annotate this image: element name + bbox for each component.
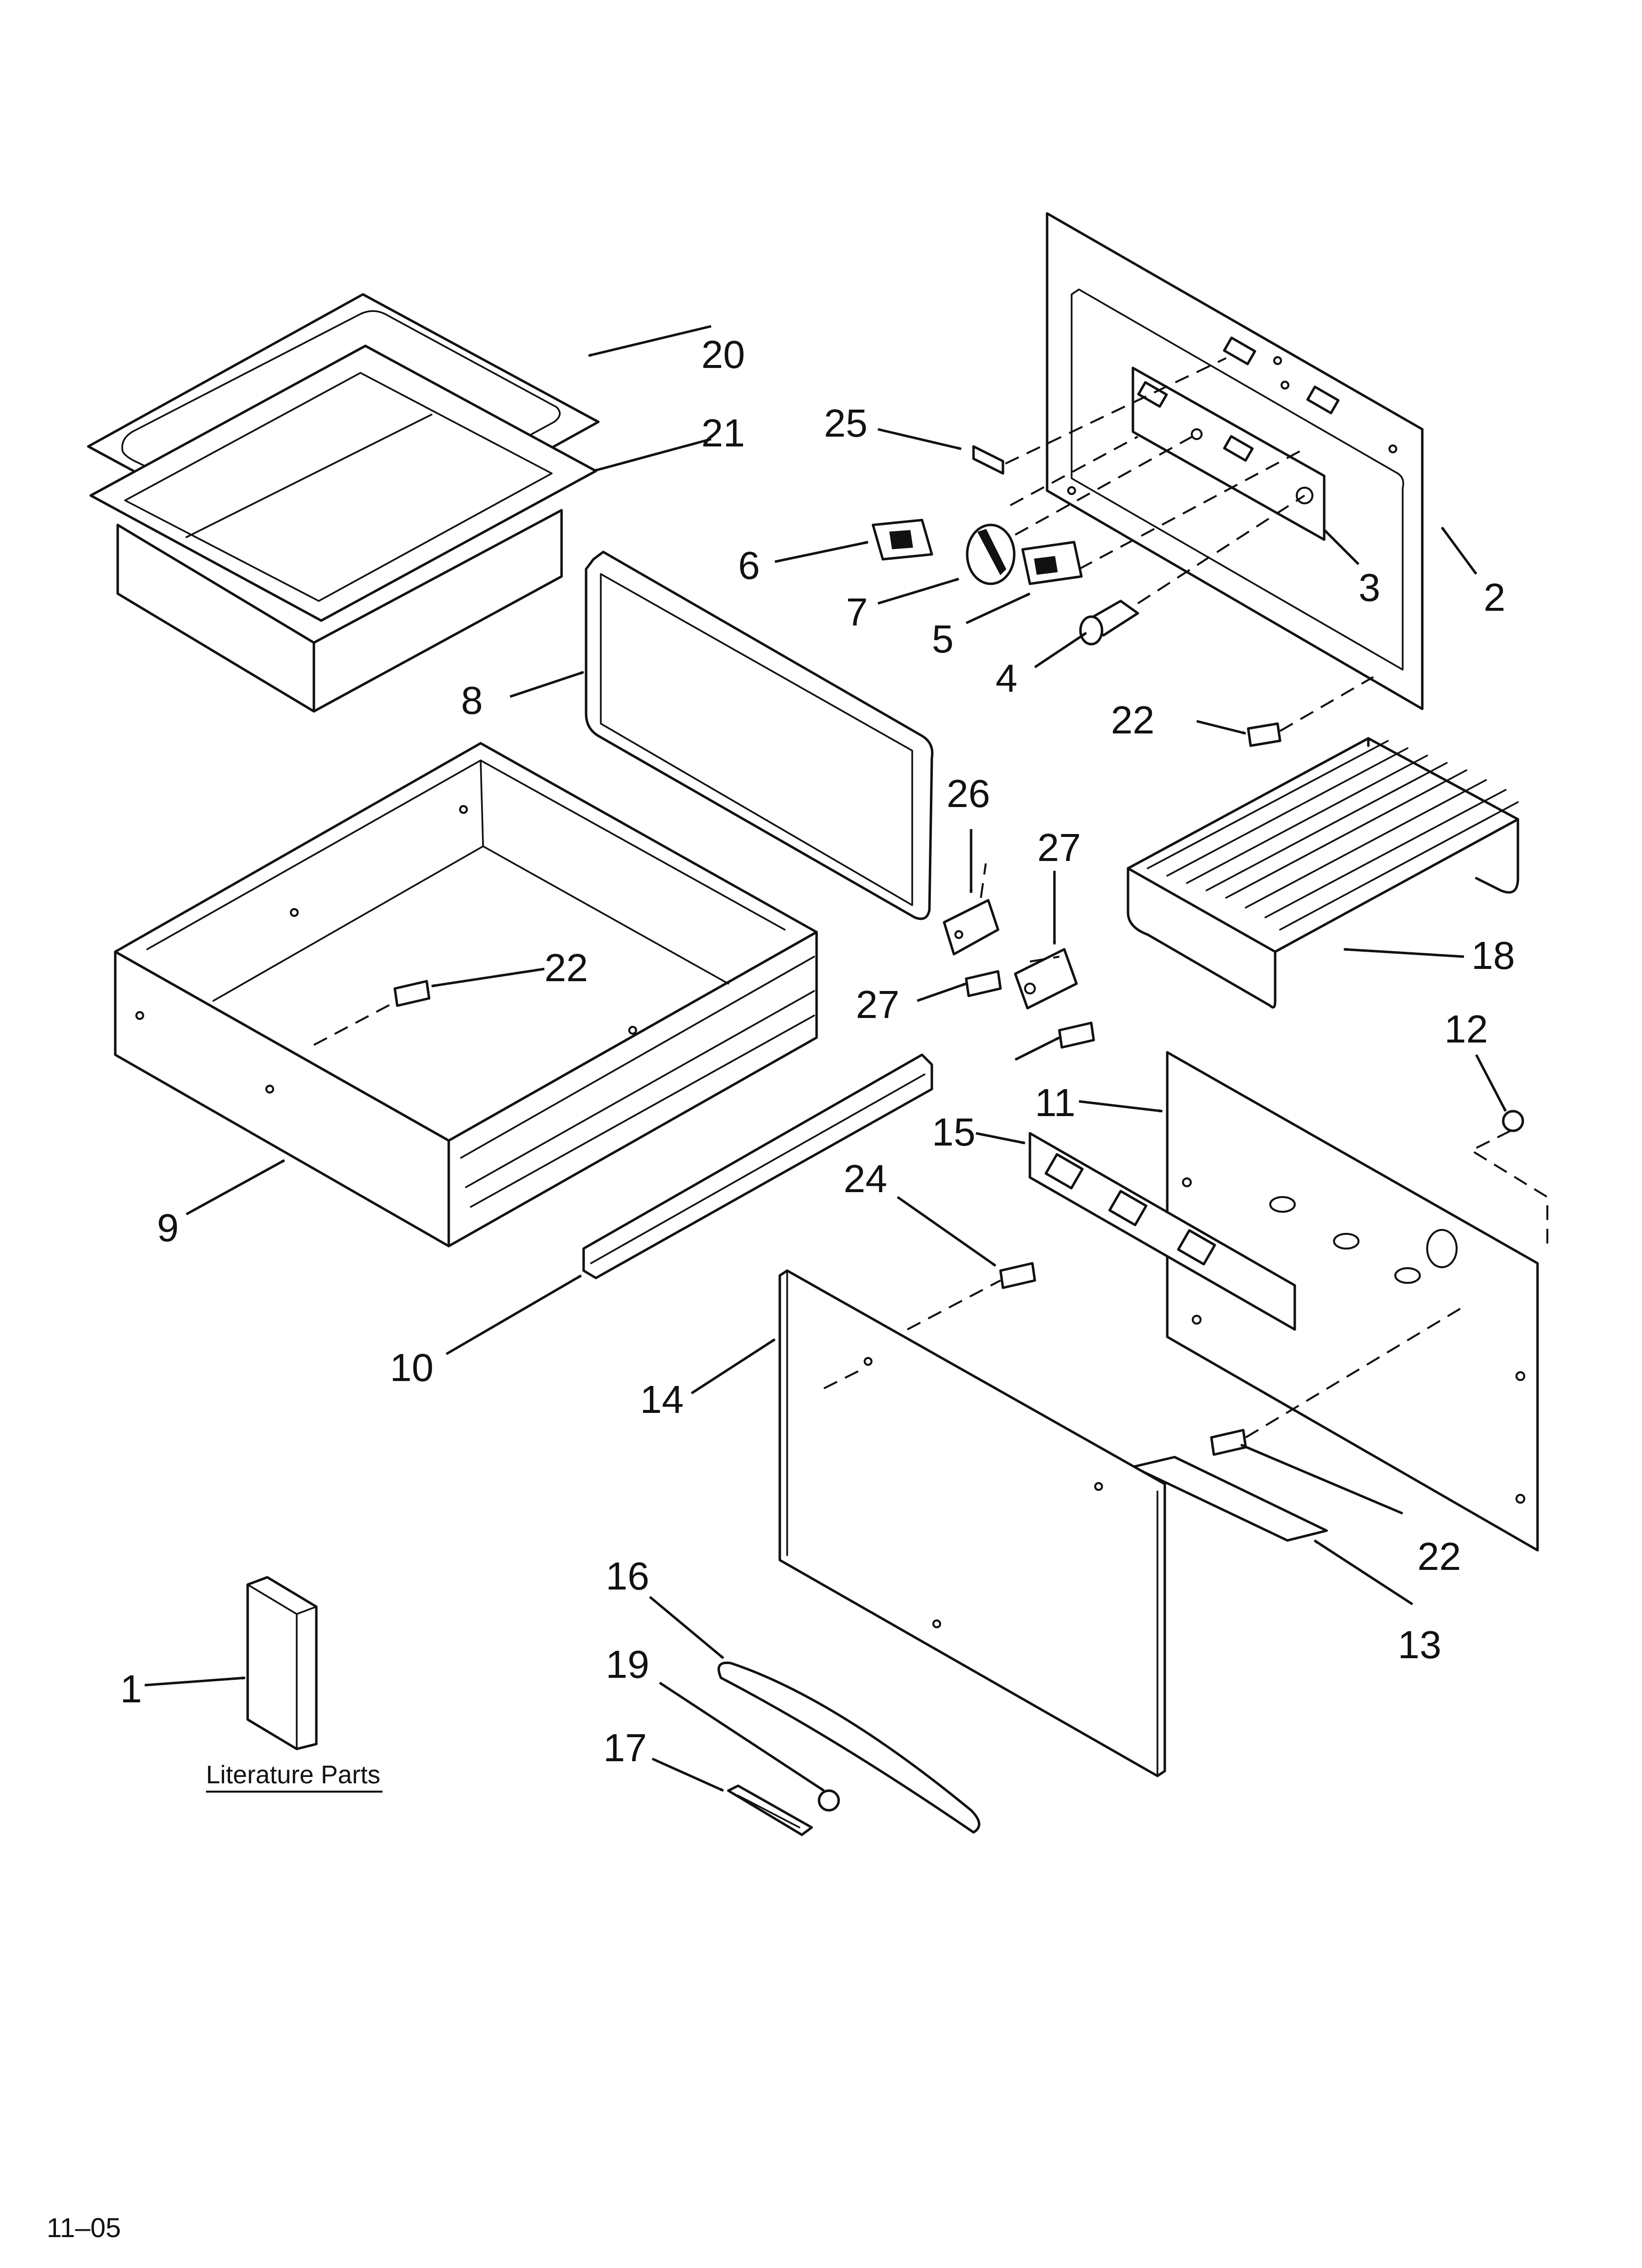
screw-22-top — [1247, 722, 1282, 747]
callout-7: 7 — [846, 590, 868, 634]
callout-20: 20 — [701, 333, 745, 376]
trim-strip — [1131, 1456, 1328, 1542]
callout-11: 11 — [1035, 1081, 1076, 1124]
callout-27-a: 27 — [856, 983, 899, 1026]
indicator-lens — [972, 445, 1004, 475]
literature-parts-label: Literature Parts — [206, 1761, 381, 1789]
callout-13: 13 — [1398, 1623, 1441, 1667]
callout-22-top: 22 — [1111, 698, 1155, 742]
thermostat — [1014, 948, 1078, 1010]
drawer-rail — [582, 1053, 933, 1279]
nut — [1502, 1110, 1524, 1132]
screw-27b — [1058, 1021, 1095, 1049]
callout-3: 3 — [1359, 566, 1381, 609]
indicator-light — [1079, 600, 1139, 646]
callout-23: 24 — [844, 1157, 887, 1200]
leader-arrows — [144, 325, 1507, 1792]
wire-rack — [1127, 737, 1519, 1009]
control-bracket — [1028, 1132, 1296, 1331]
callout-15: 15 — [932, 1110, 975, 1154]
drawer-front — [778, 1269, 1166, 1777]
drawer-box — [114, 742, 818, 1248]
callout-19: 19 — [606, 1642, 649, 1686]
callout-25: 26 — [947, 772, 990, 815]
drawer-handle — [718, 1661, 980, 1834]
brand-badge — [727, 1784, 813, 1836]
callout-5: 5 — [932, 617, 954, 661]
callout-22-drawer: 22 — [544, 946, 588, 990]
callout-8: 8 — [461, 678, 483, 722]
rocker-switch-left — [872, 519, 933, 561]
callout-9: 9 — [157, 1206, 179, 1250]
callout-24: 25 — [824, 401, 868, 445]
callout-12: 12 — [1444, 1007, 1488, 1051]
callout-2: 2 — [1484, 575, 1506, 619]
callout-22-bottom: 22 — [1417, 1535, 1461, 1578]
screw-27a — [965, 970, 1002, 997]
callout-16: 16 — [606, 1554, 649, 1598]
control-knob — [966, 523, 1016, 585]
door-gasket — [585, 550, 934, 920]
callout-numbers: 20 21 25 6 7 5 4 3 2 22 8 26 27 18 22 27… — [120, 333, 1515, 1770]
callout-18: 18 — [1471, 934, 1515, 977]
screw-22-drawer — [393, 980, 431, 1007]
callout-14: 14 — [640, 1378, 684, 1421]
literature-book — [246, 1576, 318, 1750]
screw-22-bottom — [1210, 1429, 1247, 1456]
callout-17: 17 — [603, 1726, 647, 1770]
door-switch — [943, 899, 1000, 956]
callout-4: 4 — [996, 656, 1018, 700]
footer-code: 11–05 — [47, 2212, 121, 2243]
handle-nut — [818, 1789, 840, 1812]
screw-23 — [999, 1262, 1036, 1289]
assembly-lines — [313, 357, 1548, 1438]
callout-26: 27 — [1037, 826, 1081, 869]
callout-10: 10 — [390, 1346, 434, 1389]
warming-pan — [89, 344, 597, 713]
callout-6: 6 — [738, 544, 760, 587]
inner-panel — [1131, 366, 1326, 541]
front-panel — [1166, 1051, 1539, 1552]
callout-21: 21 — [701, 411, 745, 455]
rocker-switch-right — [1021, 541, 1083, 585]
callout-1: 1 — [120, 1667, 142, 1711]
